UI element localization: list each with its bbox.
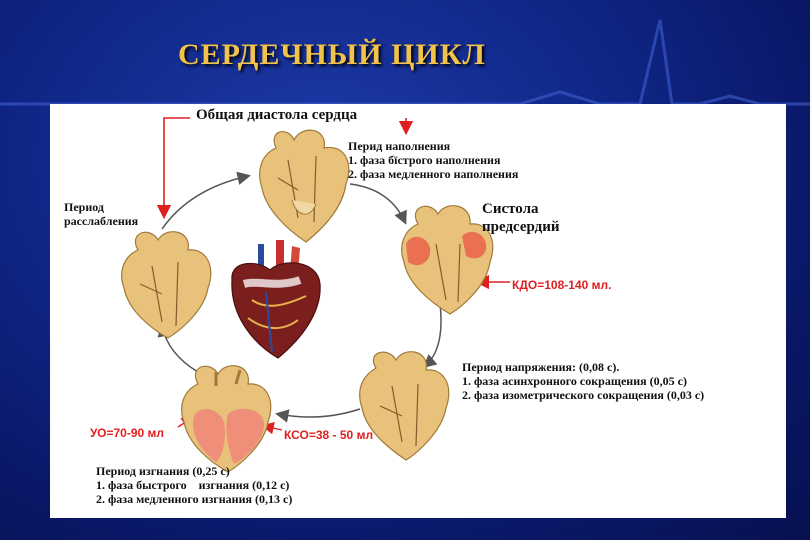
ejection-phase-2: 2. фаза медленного изгнания (0,13 с) [96, 492, 293, 506]
atrial-systole-label: Систола предсердий [482, 200, 560, 236]
relaxation-bracket-arrow [156, 117, 190, 220]
filling-period-label: Перид наполнения 1. фаза бїстрого наполн… [348, 139, 518, 181]
heart-ejection-illustration [181, 365, 272, 473]
slide-title: СЕРДЕЧНЫЙ ЦИКЛ [178, 38, 486, 71]
tension-phase-2: 2. фаза изометрического сокращения (0,03… [462, 388, 705, 402]
general-diastole-label: Общая диастола сердца [196, 107, 358, 123]
esv-label: КСО=38 - 50 мл [284, 428, 374, 442]
heart-tension-illustration [359, 351, 450, 461]
ejection-title: Период изгнания (0,25 с) [96, 464, 230, 478]
atrial-systole-line-1: Систола [482, 201, 539, 217]
edv-label: КДО=108-140 мл. [512, 278, 612, 292]
stroke-volume-label: УО=70-90 мл [90, 426, 165, 440]
relaxation-line-2: расслабления [64, 214, 139, 228]
cycle-arrow-bottom [275, 408, 361, 423]
cycle-arrow-right [422, 303, 442, 368]
center-heart-illustration [231, 240, 321, 359]
tension-title: Период напряжения: (0,08 с). [462, 360, 620, 374]
filling-phase-1: 1. фаза бїстрого наполнения [348, 153, 501, 167]
filling-phase-2: 2. фаза медленного наполнения [348, 167, 519, 181]
heart-relaxation-illustration [121, 231, 212, 339]
filling-period-title: Перид наполнения [348, 139, 451, 153]
cycle-arrow-top-right [349, 183, 407, 225]
ejection-phase-1: 1. фаза быстрого изгнания (0,12 с) [96, 478, 290, 492]
relaxation-period-label: Период расслабления [64, 200, 138, 228]
atrial-systole-line-2: предсердий [482, 219, 560, 235]
ejection-period-label: Период изгнания (0,25 с) 1. фаза быстрог… [96, 464, 292, 506]
cardiac-cycle-diagram [121, 117, 510, 473]
tension-phase-1: 1. фаза асинхронного сокращения (0,05 с) [462, 374, 687, 388]
heart-atrial-systole-illustration [401, 205, 494, 315]
diagram-panel: Общая диастола сердца Перид наполнения 1… [50, 104, 786, 518]
relaxation-line-1: Период [64, 200, 104, 214]
tension-period-label: Период напряжения: (0,08 с). 1. фаза аси… [462, 360, 704, 402]
heart-diastole-illustration [259, 129, 350, 243]
cycle-arrow-left-top [161, 171, 251, 230]
